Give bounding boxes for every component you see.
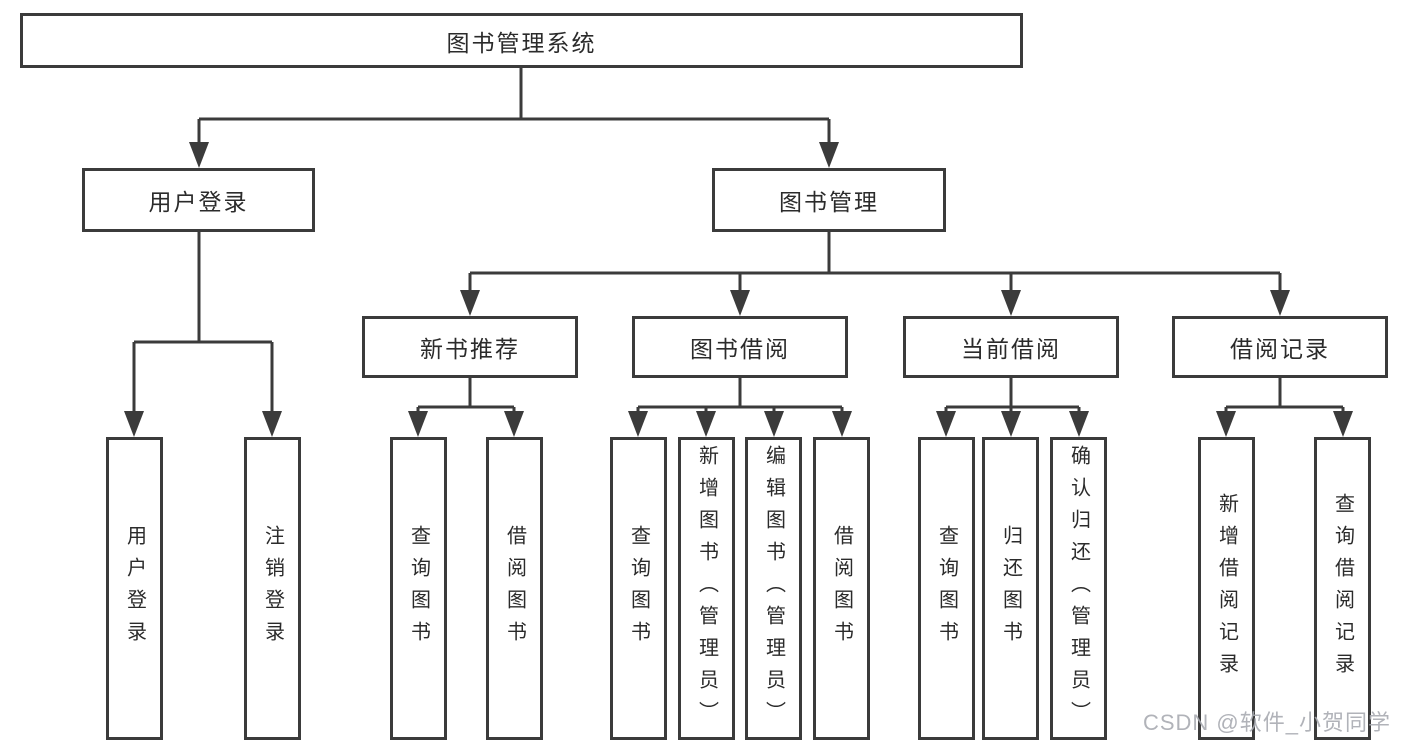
leaf-query-books-recommend: 查询图书 [390,437,447,740]
leaf-edit-books-admin: 编辑图书（管理员） [745,437,802,740]
node-library-management-system: 图书管理系统 [20,13,1023,68]
leaf-return-books: 归还图书 [982,437,1039,740]
leaf-add-books-admin: 新增图书（管理员） [678,437,735,740]
node-user-login: 用户登录 [82,168,315,232]
node-book-management: 图书管理 [712,168,946,232]
node-new-book-recommend: 新书推荐 [362,316,578,378]
node-current-borrow: 当前借阅 [903,316,1119,378]
leaf-query-books: 查询图书 [610,437,667,740]
leaf-confirm-return-admin: 确认归还（管理员） [1050,437,1107,740]
leaf-query-borrow-record: 查询借阅记录 [1314,437,1371,740]
leaf-borrow-books: 借阅图书 [813,437,870,740]
node-book-borrow: 图书借阅 [632,316,848,378]
csdn-watermark: CSDN @软件_小贺同学 [1142,710,1391,735]
node-borrow-records: 借阅记录 [1172,316,1388,378]
leaf-query-books-current: 查询图书 [918,437,975,740]
leaf-borrow-books-recommend: 借阅图书 [486,437,543,740]
leaf-add-borrow-record: 新增借阅记录 [1198,437,1255,740]
leaf-user-login: 用户登录 [106,437,163,740]
leaf-logout: 注销登录 [244,437,301,740]
